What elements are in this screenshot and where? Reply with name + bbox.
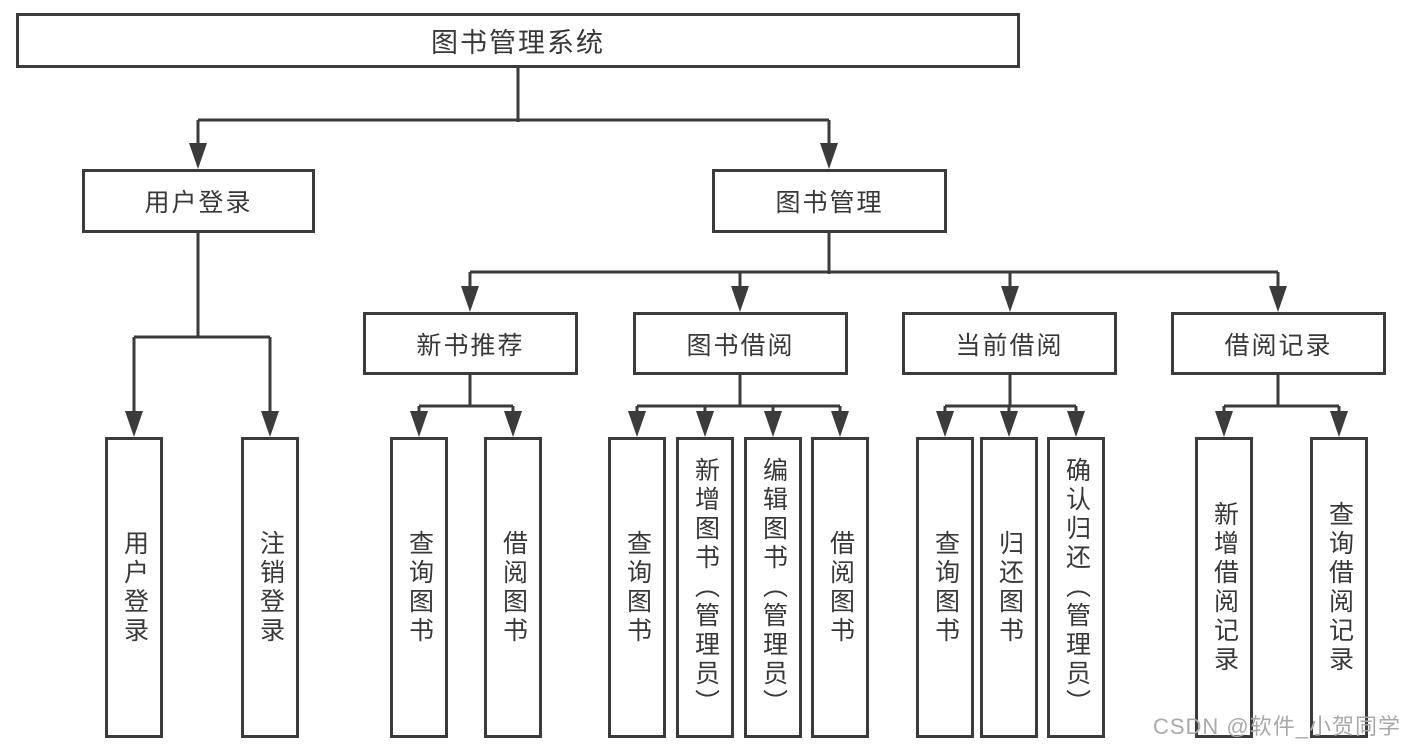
node-user-login: 用户登录 [82, 169, 315, 233]
leaf-confirm-return-admin: 确认归还（管理员） [1047, 437, 1105, 738]
node-borrow-records: 借阅记录 [1171, 312, 1386, 375]
node-root: 图书管理系统 [16, 13, 1020, 68]
node-book-borrow: 图书借阅 [633, 312, 848, 375]
leaf-query-books-borrow: 查询图书 [608, 437, 666, 738]
leaf-query-books-recommend: 查询图书 [390, 437, 448, 738]
leaf-borrow-books: 借阅图书 [811, 437, 869, 738]
leaf-user-login: 用户登录 [105, 437, 163, 738]
leaf-edit-book-admin: 编辑图书（管理员） [744, 437, 802, 738]
leaf-add-borrow-record: 新增借阅记录 [1195, 437, 1253, 738]
node-book-management: 图书管理 [712, 169, 947, 233]
leaf-query-books-current: 查询图书 [916, 437, 974, 738]
node-new-book-recommend: 新书推荐 [363, 312, 578, 375]
leaf-borrow-books-recommend: 借阅图书 [484, 437, 542, 738]
leaf-add-book-admin: 新增图书（管理员） [676, 437, 734, 738]
arrowheads [125, 143, 1348, 437]
leaf-return-books: 归还图书 [980, 437, 1038, 738]
node-current-borrow: 当前借阅 [902, 312, 1117, 375]
leaf-logout: 注销登录 [241, 437, 299, 738]
leaf-query-borrow-record: 查询借阅记录 [1310, 437, 1368, 738]
